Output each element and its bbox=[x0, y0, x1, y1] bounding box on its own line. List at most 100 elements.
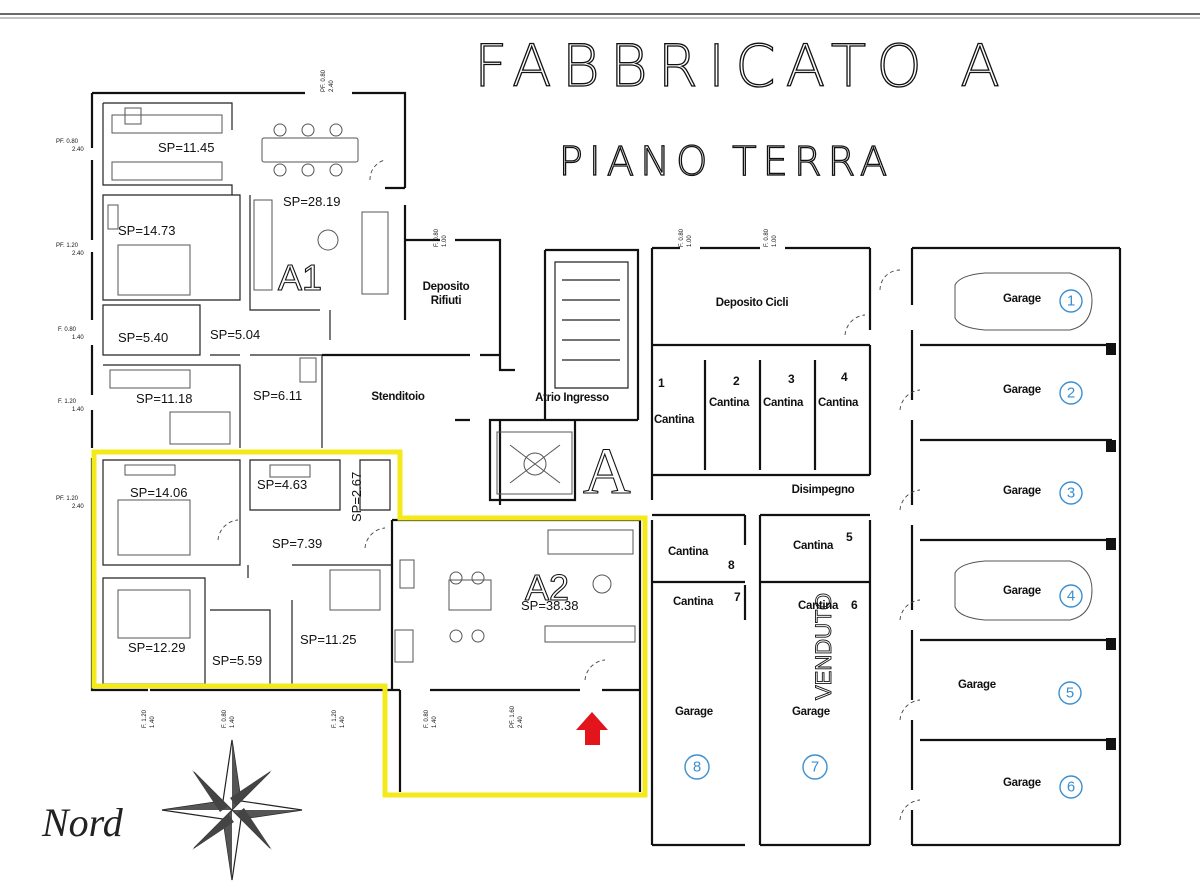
area-label: SP=5.40 bbox=[118, 330, 168, 345]
compass-label: Nord bbox=[41, 800, 124, 845]
cantina-label: Cantina bbox=[798, 600, 839, 612]
cantina-label: Cantina bbox=[818, 397, 859, 409]
cantina-number: 5 bbox=[846, 530, 853, 544]
cantine-block bbox=[650, 246, 872, 847]
garage-number-circle bbox=[1059, 289, 1083, 313]
unit-tag-a2: A2 bbox=[525, 567, 569, 608]
area-label: SP=11.18 bbox=[136, 391, 193, 406]
room-label: Disimpegno bbox=[792, 484, 855, 496]
cantina-label: Cantina bbox=[763, 397, 804, 409]
opening-mark: F. 0.80 bbox=[764, 228, 770, 247]
garage-label: Garage bbox=[1003, 777, 1041, 789]
central-zone bbox=[322, 238, 640, 505]
cantina-label: Cantina bbox=[673, 596, 714, 608]
unit-a1 bbox=[90, 91, 407, 448]
plan-subtitle: PIANO TERRA bbox=[559, 139, 893, 185]
garage-number-circle bbox=[1059, 584, 1083, 608]
garage-label: Garage bbox=[1003, 585, 1041, 597]
area-label: SP=12.29 bbox=[128, 640, 185, 655]
opening-mark: 1.40 bbox=[150, 716, 156, 728]
sold-stamp: VENDUTO bbox=[811, 593, 836, 700]
opening-mark: PF. 1.20 bbox=[56, 243, 79, 249]
opening-mark: F. 1.20 bbox=[332, 709, 338, 728]
opening-mark: PF. 1.60 bbox=[510, 705, 516, 728]
unit-tag-a1: A1 bbox=[278, 257, 322, 298]
garage-number: 5 bbox=[1066, 685, 1074, 702]
opening-mark: F. 0.80 bbox=[222, 709, 228, 728]
entrance-arrow-icon bbox=[576, 712, 608, 745]
a2-highlight-outline bbox=[91, 449, 648, 798]
opening-mark: 1.40 bbox=[230, 716, 236, 728]
opening-mark: 1.00 bbox=[772, 235, 778, 247]
opening-mark: 1.00 bbox=[442, 235, 448, 247]
garage-number: 1 bbox=[1067, 293, 1075, 310]
garage-block bbox=[910, 246, 1122, 847]
cantina-label: Cantina bbox=[654, 414, 695, 426]
door-swings bbox=[217, 159, 921, 821]
garage-label: Garage bbox=[1003, 293, 1041, 305]
cantina-label: Cantina bbox=[668, 546, 709, 558]
garage-label: Garage bbox=[792, 706, 830, 718]
area-label: SP=38.38 bbox=[521, 598, 578, 613]
garage-number: 6 bbox=[1067, 779, 1075, 796]
opening-mark: 2.40 bbox=[72, 147, 84, 153]
opening-mark: PF. 1.20 bbox=[56, 496, 79, 502]
garage-number: 3 bbox=[1067, 485, 1075, 502]
room-label: Stenditoio bbox=[371, 391, 424, 403]
garage-label: Garage bbox=[1003, 485, 1041, 497]
opening-mark: F. 0.80 bbox=[434, 228, 440, 247]
cantina-number: 6 bbox=[851, 598, 858, 612]
garage-number: 2 bbox=[1067, 385, 1075, 402]
cantina-number: 1 bbox=[658, 376, 665, 390]
garage-number-circle bbox=[1059, 481, 1083, 505]
opening-mark: 2.40 bbox=[518, 716, 524, 728]
area-label: SP=14.06 bbox=[130, 485, 187, 500]
cantina-number: 3 bbox=[788, 372, 795, 386]
opening-mark: F. 1.20 bbox=[142, 709, 148, 728]
opening-mark: F. 1.20 bbox=[58, 399, 77, 405]
area-label: SP=11.25 bbox=[300, 632, 357, 647]
opening-mark: 2.40 bbox=[72, 251, 84, 257]
opening-mark: F. 0.80 bbox=[424, 709, 430, 728]
cantina-number: 4 bbox=[841, 370, 848, 384]
room-label: Deposito Cicli bbox=[716, 297, 789, 309]
area-label: SP=14.73 bbox=[118, 223, 175, 238]
stair-mark: A bbox=[583, 435, 631, 508]
area-label: SP=28.19 bbox=[283, 194, 340, 209]
garage-label: Garage bbox=[958, 679, 996, 691]
opening-mark: F. 0.80 bbox=[679, 228, 685, 247]
garage-number: 7 bbox=[811, 759, 819, 776]
cantina-number: 8 bbox=[728, 558, 735, 572]
opening-mark: 1.40 bbox=[72, 407, 84, 413]
opening-mark: 2.40 bbox=[329, 80, 335, 92]
garage-number-circle bbox=[684, 754, 710, 780]
garage-number-circle bbox=[1059, 381, 1083, 405]
opening-mark: PF. 0.80 bbox=[321, 69, 327, 92]
area-label: SP=5.04 bbox=[210, 327, 260, 342]
room-label: Atrio Ingresso bbox=[535, 392, 609, 404]
corridor-walls bbox=[383, 690, 642, 792]
cantina-number: 2 bbox=[733, 374, 740, 388]
opening-mark: 1.00 bbox=[687, 235, 693, 247]
area-label: SP=5.59 bbox=[212, 653, 262, 668]
opening-mark: F. 0.80 bbox=[58, 327, 77, 333]
area-label: SP=7.39 bbox=[272, 536, 322, 551]
opening-mark: 1.40 bbox=[340, 716, 346, 728]
area-label: SP=6.11 bbox=[253, 388, 302, 403]
area-label: SP=4.63 bbox=[257, 477, 307, 492]
compass-rose-icon bbox=[161, 739, 303, 881]
garage-number-circle bbox=[1058, 681, 1082, 705]
garage-number-circle bbox=[1059, 775, 1083, 799]
garage-number: 4 bbox=[1067, 588, 1075, 605]
garage-label: Garage bbox=[1003, 384, 1041, 396]
garage-number: 8 bbox=[693, 759, 701, 776]
opening-mark: 1.40 bbox=[72, 335, 84, 341]
opening-mark: 1.40 bbox=[432, 716, 438, 728]
garage-number-circle bbox=[802, 754, 828, 780]
room-label: Deposito bbox=[423, 281, 470, 293]
garage-label: Garage bbox=[675, 706, 713, 718]
opening-marks: PF. 0.80 2.40 PF. 0.80 2.40 PF. 1.20 2.4… bbox=[56, 69, 778, 728]
opening-mark: PF. 0.80 bbox=[56, 139, 79, 145]
cantina-number: 7 bbox=[734, 590, 741, 604]
